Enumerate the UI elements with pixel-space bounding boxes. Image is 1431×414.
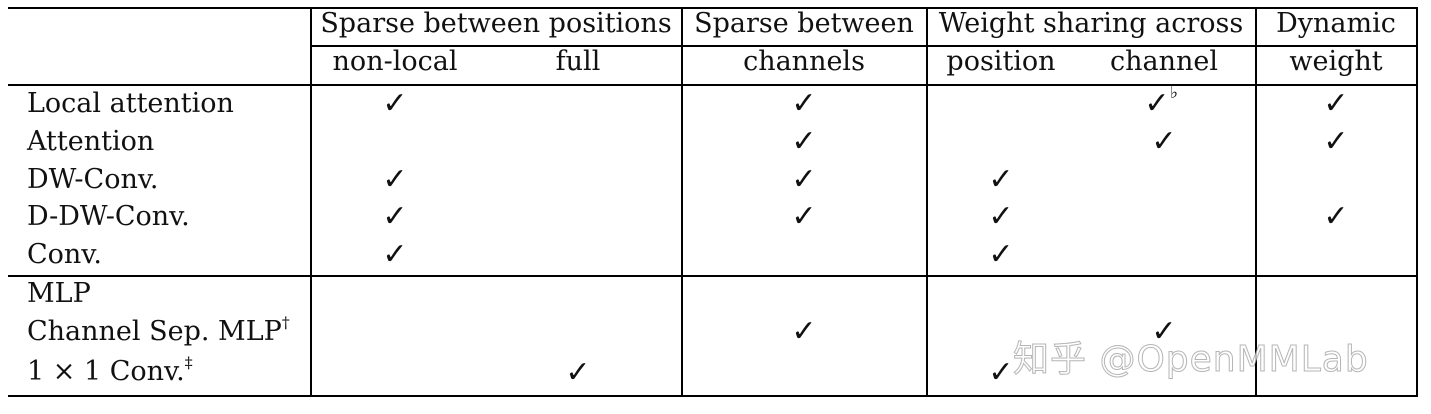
check-icon: ✓ [988,199,1014,234]
row-label-1x1-conv: 1 × 1 Conv.‡ [27,353,193,388]
dagger-footnote: † [281,313,290,332]
row-label-mlp: MLP [27,278,91,309]
check-icon: ✓ [382,199,408,234]
check-icon: ✓ [988,237,1014,272]
check-icon: ✓ [1323,124,1349,159]
check-icon: ✓ [382,86,408,121]
check-icon: ✓ [1323,199,1349,234]
header-weight-sharing: Weight sharing across [938,8,1244,39]
subheader-rule [310,45,1418,47]
header-dynamic-2: weight [1289,46,1383,77]
header-sparse-positions: Sparse between positions [320,8,672,39]
col-divider-4 [1255,7,1257,397]
col-divider-1 [310,7,312,397]
check-icon: ✓ [1323,86,1349,121]
header-position: position [946,46,1056,77]
check-icon: ✓ [791,162,817,197]
check-icon: ✓ [988,162,1014,197]
check-icon: ✓ [382,237,408,272]
check-icon: ✓ [791,86,817,121]
double-dagger-footnote: ‡ [184,353,193,372]
check-icon: ✓ [1151,124,1177,159]
check-icon: ✓ [565,355,591,390]
header-nonlocal: non-local [332,46,458,77]
col-divider-5 [1416,7,1418,397]
header-full: full [555,46,601,77]
header-sparse-channels-1: Sparse between [694,8,914,39]
row-label-attention: Attention [27,126,155,157]
check-icon: ✓ [988,355,1014,390]
col-divider-3 [926,7,928,397]
check-icon: ✓ [791,199,817,234]
col-divider-2 [681,7,683,397]
flat-footnote: ♭ [1170,83,1179,103]
bottom-rule [8,395,1418,397]
row-label-dw-conv: DW-Conv. [27,164,159,195]
row-label-channel-sep-mlp: Channel Sep. MLP† [27,313,290,348]
row-label-conv: Conv. [27,239,102,270]
row-label-local-attention: Local attention [27,88,234,119]
check-icon: ✓ [1144,86,1170,121]
watermark: 知乎 @OpenMMLab [1013,339,1369,381]
group-rule [8,275,1418,277]
header-channel: channel [1110,46,1218,77]
row-label-d-dw-conv: D-DW-Conv. [27,201,190,232]
header-sparse-channels-2: channels [743,46,865,77]
check-icon: ✓ [791,124,817,159]
check-icon: ✓ [382,162,408,197]
header-rule [8,84,1418,86]
check-icon: ✓ [791,314,817,349]
header-dynamic-1: Dynamic [1276,8,1396,39]
top-rule [8,7,1418,9]
check-icon: ✓ [1151,314,1177,349]
